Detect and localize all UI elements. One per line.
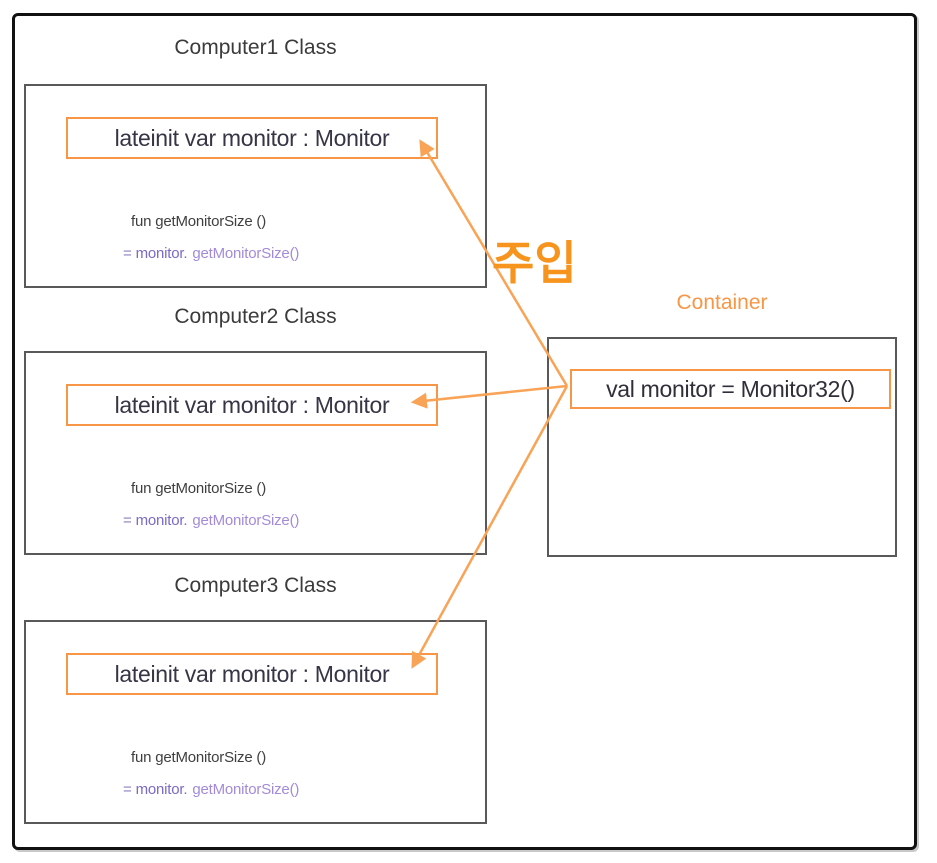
code-equals: = — [123, 245, 132, 262]
code-call: getMonitorSize() — [192, 512, 300, 529]
code-receiver: monitor. — [135, 245, 188, 262]
container-title: Container — [676, 291, 768, 314]
computer2-code-line1: fun getMonitorSize () — [131, 480, 267, 497]
computer1-title: Computer1 Class — [174, 36, 337, 59]
computer1-monitor-field-box: lateinit var monitor : Monitor — [66, 117, 438, 159]
container-box: val monitor = Monitor32() — [547, 337, 897, 557]
computer1-class-box: lateinit var monitor : Monitor fun getMo… — [24, 84, 487, 288]
computer3-code: fun getMonitorSize () =monitor.getMonito… — [123, 742, 299, 806]
injection-label: 주입 — [492, 237, 577, 289]
code-equals: = — [123, 781, 132, 798]
computer3-code-line1: fun getMonitorSize () — [131, 749, 267, 766]
computer3-class-box: lateinit var monitor : Monitor fun getMo… — [24, 620, 487, 824]
code-receiver: monitor. — [135, 781, 188, 798]
computer1-code: fun getMonitorSize () =monitor.getMonito… — [123, 206, 299, 270]
container-monitor-val-label: val monitor = Monitor32() — [606, 375, 855, 402]
computer3-monitor-field-box: lateinit var monitor : Monitor — [66, 653, 438, 695]
code-equals: = — [123, 512, 132, 529]
code-receiver: monitor. — [135, 512, 188, 529]
container-monitor-val-box: val monitor = Monitor32() — [570, 369, 891, 409]
computer2-code-line2: =monitor.getMonitorSize() — [123, 505, 299, 537]
computer1-monitor-field-label: lateinit var monitor : Monitor — [114, 124, 390, 151]
computer2-code: fun getMonitorSize () =monitor.getMonito… — [123, 473, 299, 537]
computer1-code-line2: =monitor.getMonitorSize() — [123, 238, 299, 270]
computer2-class-box: lateinit var monitor : Monitor fun getMo… — [24, 351, 487, 555]
computer1-code-line1: fun getMonitorSize () — [131, 213, 267, 230]
computer2-monitor-field-box: lateinit var monitor : Monitor — [66, 384, 438, 426]
computer3-monitor-field-label: lateinit var monitor : Monitor — [114, 660, 390, 687]
computer2-monitor-field-label: lateinit var monitor : Monitor — [114, 391, 390, 418]
computer2-title: Computer2 Class — [174, 305, 337, 328]
computer3-title: Computer3 Class — [174, 574, 337, 597]
code-call: getMonitorSize() — [192, 781, 300, 798]
computer3-code-line2: =monitor.getMonitorSize() — [123, 774, 299, 806]
code-call: getMonitorSize() — [192, 245, 300, 262]
